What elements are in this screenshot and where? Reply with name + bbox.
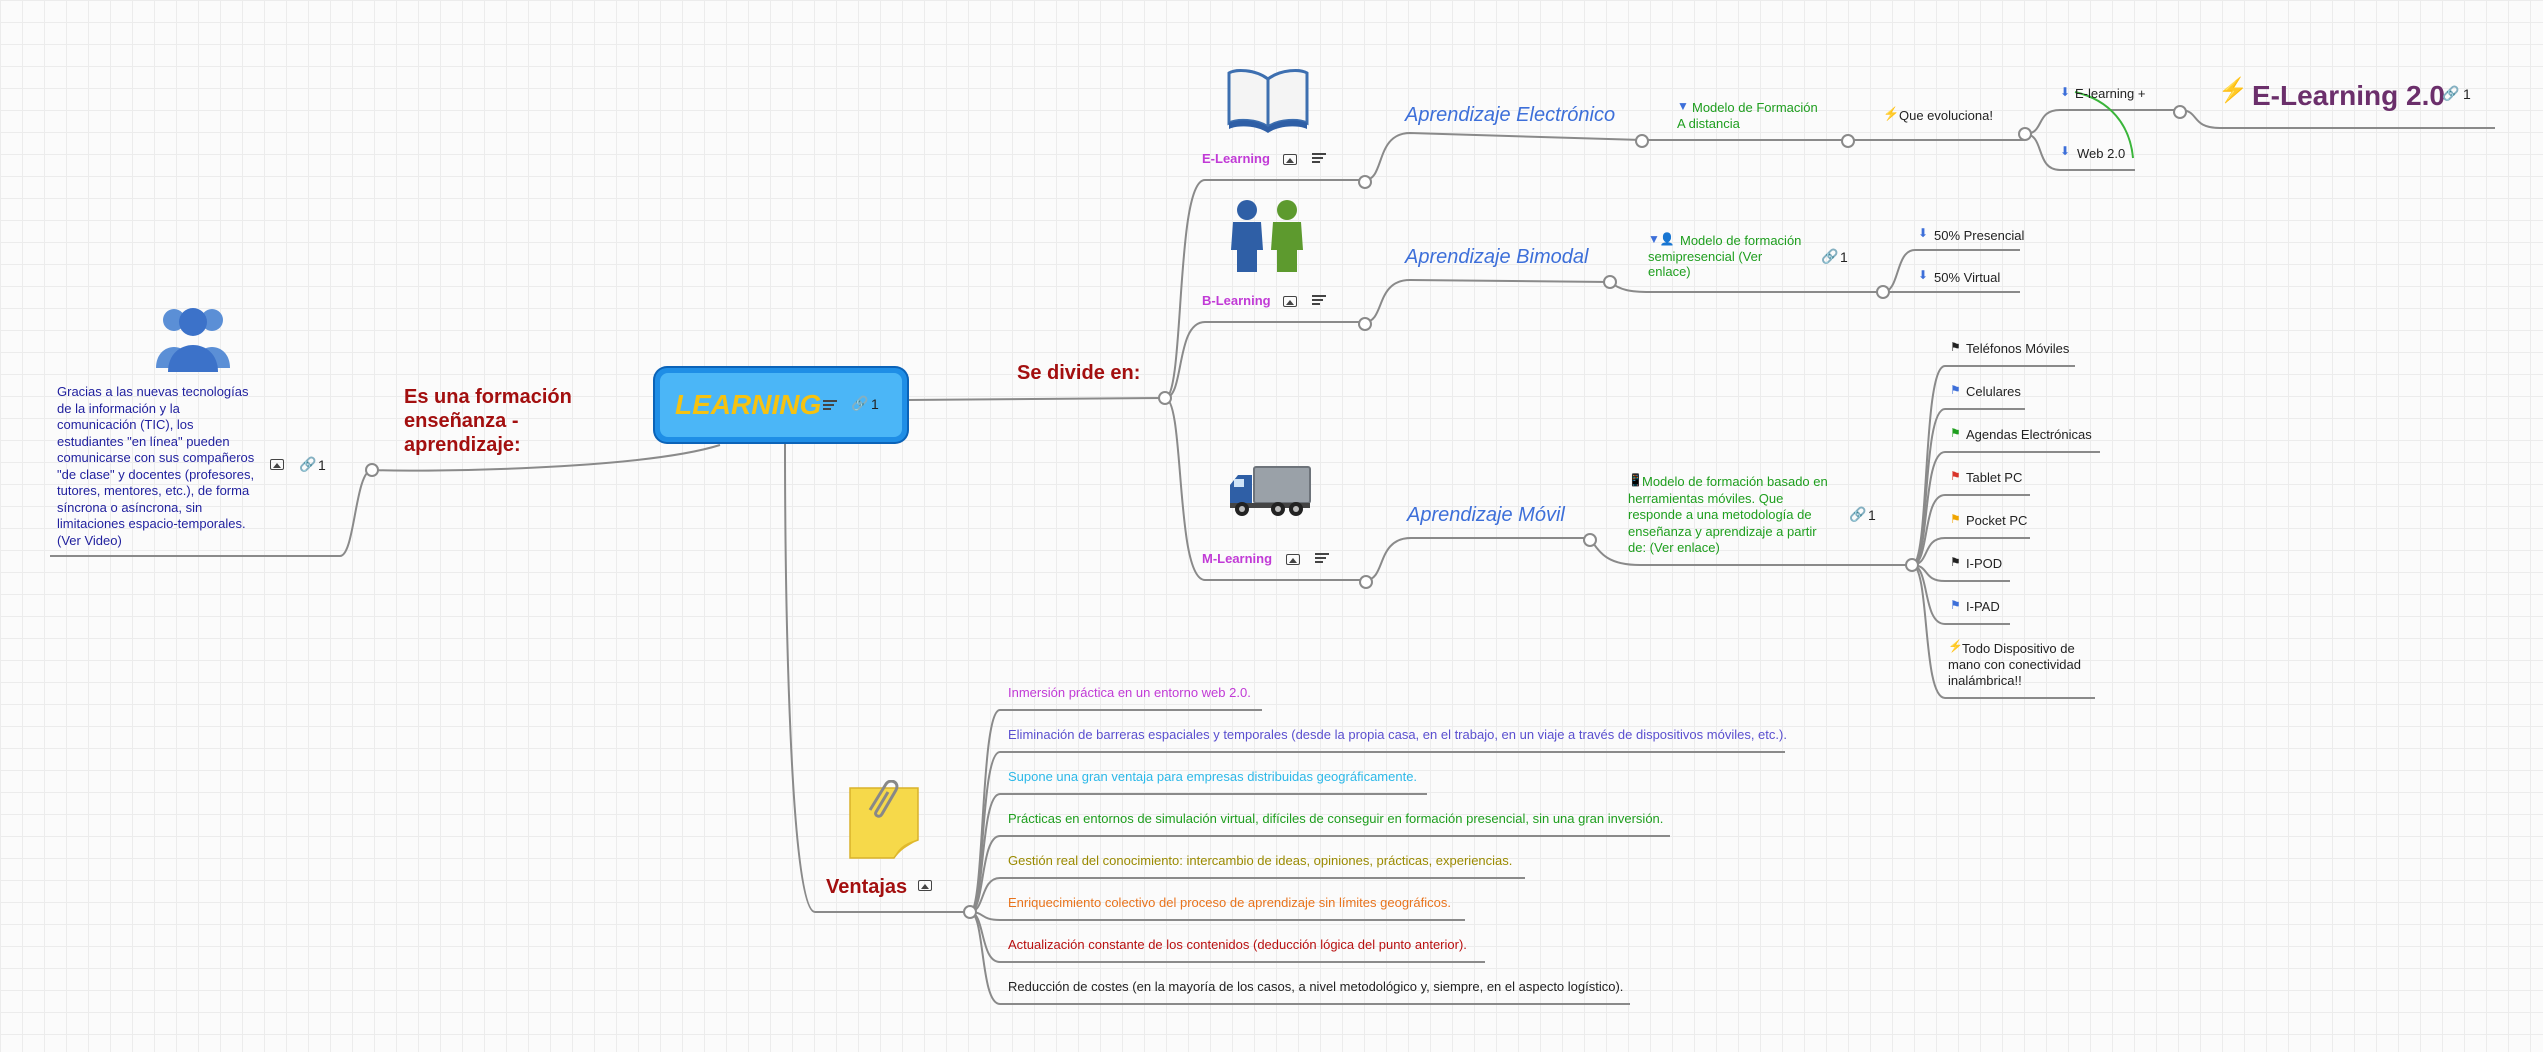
link-icon[interactable]: 🔗 bbox=[299, 456, 317, 472]
b-learning-virtual[interactable]: 50% Virtual bbox=[1934, 270, 2001, 285]
link-icon[interactable]: 🔗 bbox=[1821, 248, 1839, 264]
m-child-phones[interactable]: Teléfonos Móviles bbox=[1966, 341, 2070, 356]
person-icon: ▼👤 bbox=[1648, 232, 1675, 246]
ventaja-item[interactable]: Enriquecimiento colectivo del proceso de… bbox=[1008, 895, 1451, 910]
m-child-celulares[interactable]: Celulares bbox=[1966, 384, 2021, 399]
note-icon[interactable] bbox=[1312, 153, 1326, 165]
left-note-text: Gracias a las nuevas tecnologías de la i… bbox=[57, 384, 255, 548]
down-icon: ⬇ bbox=[2060, 144, 2071, 158]
b-learning-long[interactable]: Aprendizaje Bimodal bbox=[1405, 246, 1589, 268]
m-child-ipad[interactable]: I-PAD bbox=[1966, 599, 2000, 614]
central-title: LEARNING bbox=[675, 389, 822, 420]
e-learning-evolution[interactable]: Que evoluciona! bbox=[1899, 108, 1993, 123]
image-icon[interactable] bbox=[918, 880, 932, 891]
two-people-icon bbox=[1231, 200, 1303, 272]
m-child-ipod[interactable]: I-POD bbox=[1966, 556, 2003, 571]
down-icon: ⬇ bbox=[1918, 226, 1929, 240]
flag-icon: ⚑ bbox=[1950, 469, 1961, 483]
m-learning-label[interactable]: M-Learning bbox=[1202, 551, 1273, 566]
e-learning-model[interactable]: Modelo de Formación A distancia bbox=[1677, 100, 1818, 131]
image-icon[interactable] bbox=[1283, 296, 1297, 307]
m-learning-link-count: 1 bbox=[1868, 507, 1876, 523]
ventaja-item[interactable]: Reducción de costes (en la mayoría de lo… bbox=[1008, 979, 1624, 994]
e-learning-2-title[interactable]: E-Learning 2.0 bbox=[2252, 80, 2445, 111]
note-icon[interactable] bbox=[1315, 553, 1329, 565]
note-icon[interactable] bbox=[1312, 295, 1326, 307]
flag-icon: ⚑ bbox=[1950, 383, 1961, 397]
e-learning-long[interactable]: Aprendizaje Electrónico bbox=[1405, 104, 1616, 126]
ventaja-item[interactable]: Prácticas en entornos de simulación virt… bbox=[1008, 811, 1664, 826]
link-icon[interactable]: 🔗 bbox=[1849, 506, 1867, 522]
central-node[interactable]: LEARNING 🔗 1 bbox=[655, 368, 907, 442]
ventaja-item[interactable]: Eliminación de barreras espaciales y tem… bbox=[1008, 727, 1787, 742]
e-learning-2-link-count: 1 bbox=[2463, 86, 2471, 102]
image-icon[interactable] bbox=[1286, 554, 1300, 565]
b-learning-link-count: 1 bbox=[1840, 249, 1848, 265]
m-child-todo[interactable]: Todo Dispositivo de mano con conectivida… bbox=[1948, 641, 2081, 688]
down-icon: ⬇ bbox=[2060, 85, 2071, 99]
flag-icon: ⚑ bbox=[1950, 426, 1961, 440]
ventaja-item[interactable]: Supone una gran ventaja para empresas di… bbox=[1008, 769, 1418, 784]
lightning-icon: ⚡ bbox=[1948, 639, 1963, 653]
m-child-pocket[interactable]: Pocket PC bbox=[1966, 513, 2028, 528]
e-learning-plus[interactable]: E-learning + bbox=[2075, 86, 2146, 101]
web-2-0[interactable]: Web 2.0 bbox=[2077, 146, 2126, 161]
b-learning-presencial[interactable]: 50% Presencial bbox=[1934, 228, 2025, 243]
flag-icon: ⚑ bbox=[1950, 598, 1961, 612]
m-child-tablet[interactable]: Tablet PC bbox=[1966, 470, 2023, 485]
m-learning-long[interactable]: Aprendizaje Móvil bbox=[1407, 504, 1565, 526]
book-icon bbox=[1227, 69, 1309, 133]
people-icon bbox=[156, 308, 230, 372]
sticky-note-icon bbox=[849, 780, 919, 859]
flag-icon: ⚑ bbox=[1950, 340, 1961, 354]
image-icon[interactable] bbox=[1283, 154, 1297, 165]
m-child-agendas[interactable]: Agendas Electrónicas bbox=[1966, 427, 2092, 442]
left-link-count: 1 bbox=[318, 457, 326, 473]
link-icon[interactable]: 🔗 bbox=[2442, 85, 2460, 101]
b-learning-label[interactable]: B-Learning bbox=[1202, 293, 1271, 308]
image-icon[interactable] bbox=[270, 459, 284, 470]
lightning-icon: ⚡ bbox=[1883, 106, 1900, 121]
e-learning-model-icon: ▼ bbox=[1677, 99, 1689, 113]
e-learning-label[interactable]: E-Learning bbox=[1202, 151, 1270, 166]
down-icon: ⬇ bbox=[1918, 268, 1929, 282]
link-icon[interactable]: 🔗 bbox=[851, 395, 869, 411]
flag-icon: ⚑ bbox=[1950, 555, 1961, 569]
truck-icon bbox=[1230, 466, 1311, 516]
divide-label[interactable]: Se divide en: bbox=[1017, 362, 1141, 384]
phone-icon: 📱 bbox=[1628, 473, 1643, 487]
left-branch-label[interactable]: Es una formación enseñanza - aprendizaje… bbox=[404, 386, 572, 456]
ventaja-item[interactable]: Gestión real del conocimiento: intercamb… bbox=[1008, 853, 1513, 868]
lightning-icon: ⚡ bbox=[2218, 77, 2248, 104]
b-learning-model[interactable]: Modelo de formación semipresencial (Ver … bbox=[1648, 233, 1802, 280]
ventaja-item[interactable]: Actualización constante de los contenido… bbox=[1008, 937, 1467, 952]
m-learning-model[interactable]: Modelo de formación basado en herramient… bbox=[1628, 474, 1828, 555]
central-link-count: 1 bbox=[871, 396, 879, 412]
ventajas-label[interactable]: Ventajas bbox=[826, 876, 908, 898]
note-icon[interactable] bbox=[823, 400, 837, 412]
ventaja-item[interactable]: Inmersión práctica en un entorno web 2.0… bbox=[1008, 685, 1251, 700]
flag-icon: ⚑ bbox=[1950, 512, 1961, 526]
